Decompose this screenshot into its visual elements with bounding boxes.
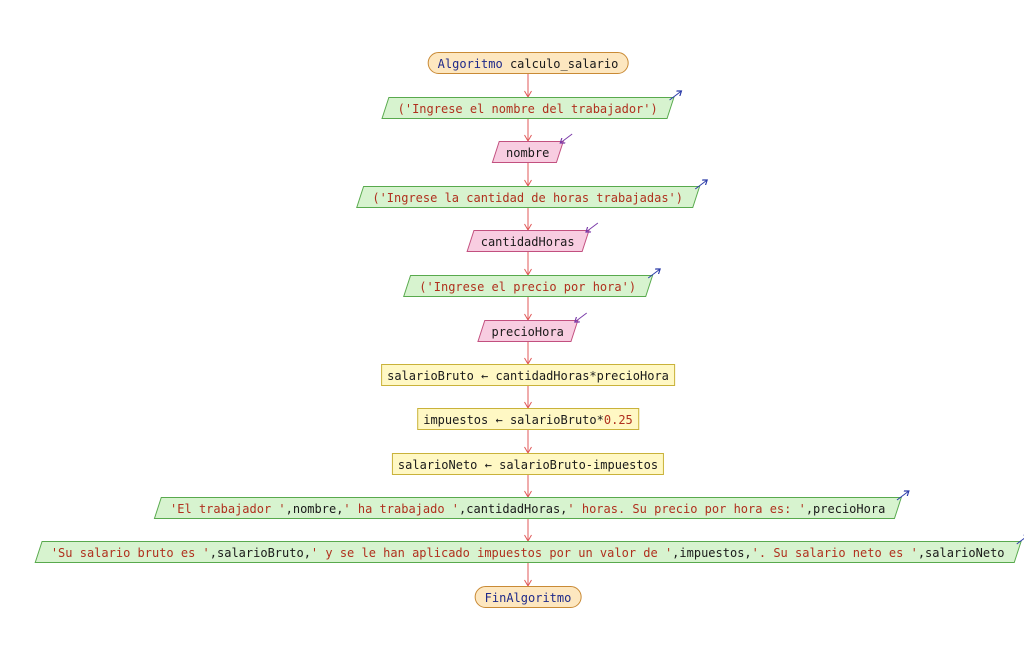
operator: * xyxy=(589,369,597,383)
step-text: impuestos ← salarioBruto*0.25 xyxy=(423,413,633,427)
string-literal: '. Su salario neto es ' xyxy=(751,546,918,560)
output-step-5: ('Ingrese el precio por hora') xyxy=(403,268,661,298)
input-step-4: cantidadHoras xyxy=(466,222,599,253)
output-arrow-icon xyxy=(647,267,663,279)
operator: * xyxy=(596,413,604,427)
process-step-7: salarioBruto ← cantidadHoras*precioHora xyxy=(381,364,675,386)
step-text: salarioBruto ← cantidadHoras*precioHora xyxy=(387,369,669,383)
variable-name: salarioNeto xyxy=(397,458,478,472)
string-literal: ('Ingrese la cantidad de horas trabajada… xyxy=(372,191,684,205)
step-text: cantidadHoras xyxy=(481,231,575,253)
variable-name: ,precioHora xyxy=(805,502,886,516)
string-literal: ('Ingrese el nombre del trabajador') xyxy=(397,102,658,116)
input-arrow-icon xyxy=(572,312,588,324)
output-step-3: ('Ingrese la cantidad de horas trabajada… xyxy=(356,179,708,209)
output-arrow-icon xyxy=(896,489,912,501)
input-step-2: nombre xyxy=(491,133,573,164)
number-literal: 0.25 xyxy=(603,413,633,427)
variable-name: ,nombre, xyxy=(285,502,344,516)
string-literal: ' ha trabajado ' xyxy=(343,502,460,516)
output-arrow-icon xyxy=(1015,533,1024,545)
variable-name: salarioBruto xyxy=(499,458,586,472)
start-keyword: Algoritmo xyxy=(437,57,503,71)
variable-name: impuestos xyxy=(593,458,659,472)
variable-name: salarioBruto xyxy=(509,413,597,427)
variable-name: ,cantidadHoras, xyxy=(459,502,568,516)
variable-name: ,salarioBruto, xyxy=(209,546,311,560)
string-literal: ' horas. Su precio por hora es: ' xyxy=(567,502,806,516)
string-literal: ('Ingrese el precio por hora') xyxy=(419,280,637,294)
step-text: ('Ingrese el nombre del trabajador') xyxy=(398,98,658,120)
variable-name: precioHora xyxy=(596,369,669,383)
input-step-6: precioHora xyxy=(477,312,588,343)
operator: ← xyxy=(473,369,496,383)
step-text: ('Ingrese la cantidad de horas trabajada… xyxy=(372,187,683,209)
operator: ← xyxy=(488,413,510,427)
step-text: salarioNeto ← salarioBruto-impuestos xyxy=(398,458,658,472)
string-literal: 'El trabajador ' xyxy=(170,502,286,516)
step-text: nombre xyxy=(506,142,549,164)
string-literal: ' y se le han aplicado impuestos por un … xyxy=(310,546,673,560)
step-text: 'Su salario bruto es ',salarioBruto,' y … xyxy=(51,542,1005,564)
step-text: 'El trabajador ',nombre,' ha trabajado '… xyxy=(170,498,885,520)
output-step-10: 'El trabajador ',nombre,' ha trabajado '… xyxy=(153,490,910,520)
variable-name: nombre xyxy=(505,146,550,160)
variable-name: cantidadHoras xyxy=(495,369,590,383)
output-step-11: 'Su salario bruto es ',salarioBruto,' y … xyxy=(34,534,1024,564)
operator: - xyxy=(585,458,594,472)
variable-name: impuestos xyxy=(423,413,489,427)
step-text: ('Ingrese el precio por hora') xyxy=(419,276,636,298)
algorithm-name: calculo_salario xyxy=(509,57,619,71)
step-text: precioHora xyxy=(492,321,564,343)
variable-name: precioHora xyxy=(491,325,564,339)
end-terminal: FinAlgoritmo xyxy=(474,586,582,608)
output-arrow-icon xyxy=(694,178,710,190)
string-literal: 'Su salario bruto es ' xyxy=(50,546,210,560)
variable-name: ,impuestos, xyxy=(672,546,752,560)
variable-name: salarioBruto xyxy=(387,369,474,383)
end-keyword: FinAlgoritmo xyxy=(484,591,572,605)
output-arrow-icon xyxy=(668,89,684,101)
start-terminal: Algoritmo calculo_salario xyxy=(427,52,629,74)
variable-name: ,salarioNeto xyxy=(917,546,1005,560)
variable-name: cantidadHoras xyxy=(480,235,575,249)
output-step-1: ('Ingrese el nombre del trabajador') xyxy=(381,90,683,120)
process-step-8: impuestos ← salarioBruto*0.25 xyxy=(417,408,639,430)
input-arrow-icon xyxy=(558,133,574,145)
operator: ← xyxy=(477,458,500,472)
input-arrow-icon xyxy=(583,222,599,234)
process-step-9: salarioNeto ← salarioBruto-impuestos xyxy=(391,453,665,475)
